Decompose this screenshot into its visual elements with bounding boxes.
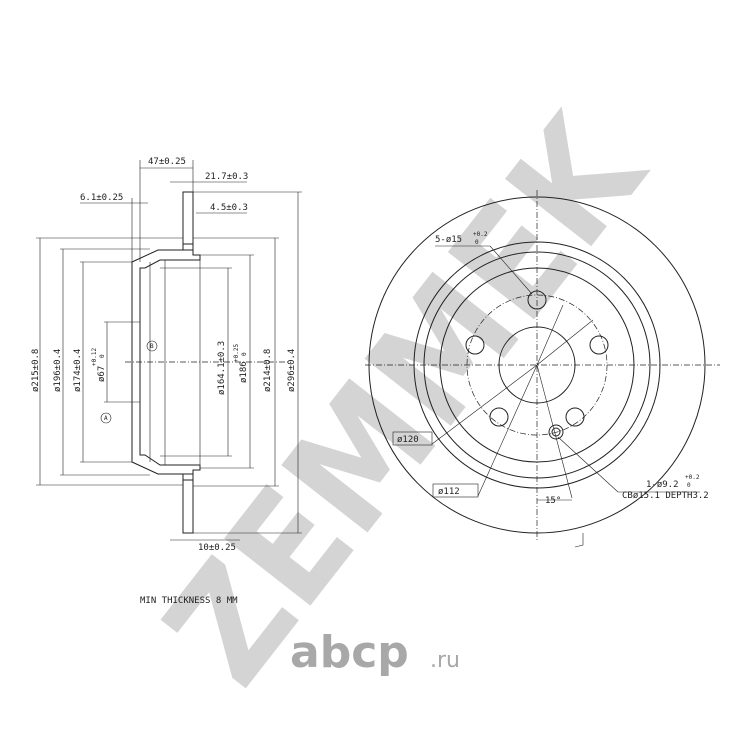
counterbore-label: CBø15.1 DEPTH3.2 [622, 491, 709, 501]
svg-text:+0.12: +0.12 [91, 348, 98, 366]
angle-label: 15° [545, 496, 561, 506]
dim-d164: ø164.1±0.3 [217, 341, 227, 395]
front-view: 5-ø15 +0.2 0 ø120 ø112 15° 1-ø9.2 +0.2 0… [365, 190, 720, 548]
pcd-label: ø120 [397, 435, 419, 445]
svg-text:+0.25: +0.25 [233, 344, 240, 362]
datum-b-marker [146, 340, 158, 352]
svg-text:+0.2: +0.2 [685, 474, 700, 481]
bolt-holes-label: 5-ø15 [435, 235, 462, 245]
pin-hole [548, 424, 564, 440]
svg-text:abcp: abcp [290, 627, 409, 678]
bolt-holes [465, 290, 609, 427]
hat-outer [131, 249, 183, 475]
svg-text:+0.2: +0.2 [473, 231, 488, 238]
hat-outline [139, 243, 201, 481]
dim-d296: ø296±0.4 [287, 349, 297, 392]
dim-d214: ø214±0.8 [263, 349, 273, 392]
svg-text:0: 0 [241, 352, 248, 356]
datum-a-marker [100, 412, 112, 424]
section-view: B A 47±0.25 21.7±0.3 6.1±0.25 4.5±0.3 10… [31, 157, 302, 553]
svg-text:0: 0 [99, 354, 106, 358]
dim-6-1: 6.1±0.25 [80, 193, 123, 203]
dim-4-5: 4.5±0.3 [210, 203, 248, 213]
dim-d215: ø215±0.8 [31, 349, 41, 392]
hub-diameter-label: ø112 [438, 487, 460, 497]
svg-text:B: B [150, 343, 154, 350]
pin-hole-label: 1-ø9.2 [646, 480, 679, 490]
svg-text:0: 0 [475, 239, 479, 246]
dim-d174: ø174±0.4 [73, 349, 83, 392]
dim-10: 10±0.25 [198, 543, 236, 553]
dim-21-7: 21.7±0.3 [205, 172, 248, 182]
svg-text:A: A [104, 415, 108, 422]
svg-text:.ru: .ru [430, 648, 460, 673]
dim-47: 47±0.25 [148, 157, 186, 167]
abcp-logo: abcp .ru [290, 627, 460, 678]
svg-text:0: 0 [687, 482, 691, 489]
min-thickness-note: MIN THICKNESS 8 MM [140, 596, 238, 606]
friction-ring-bottom [182, 473, 194, 534]
friction-ring-top [182, 191, 194, 251]
dim-d196: ø196±0.4 [53, 349, 63, 392]
dim-d186: ø186 [239, 361, 249, 383]
dim-d67: ø67 [97, 366, 107, 382]
